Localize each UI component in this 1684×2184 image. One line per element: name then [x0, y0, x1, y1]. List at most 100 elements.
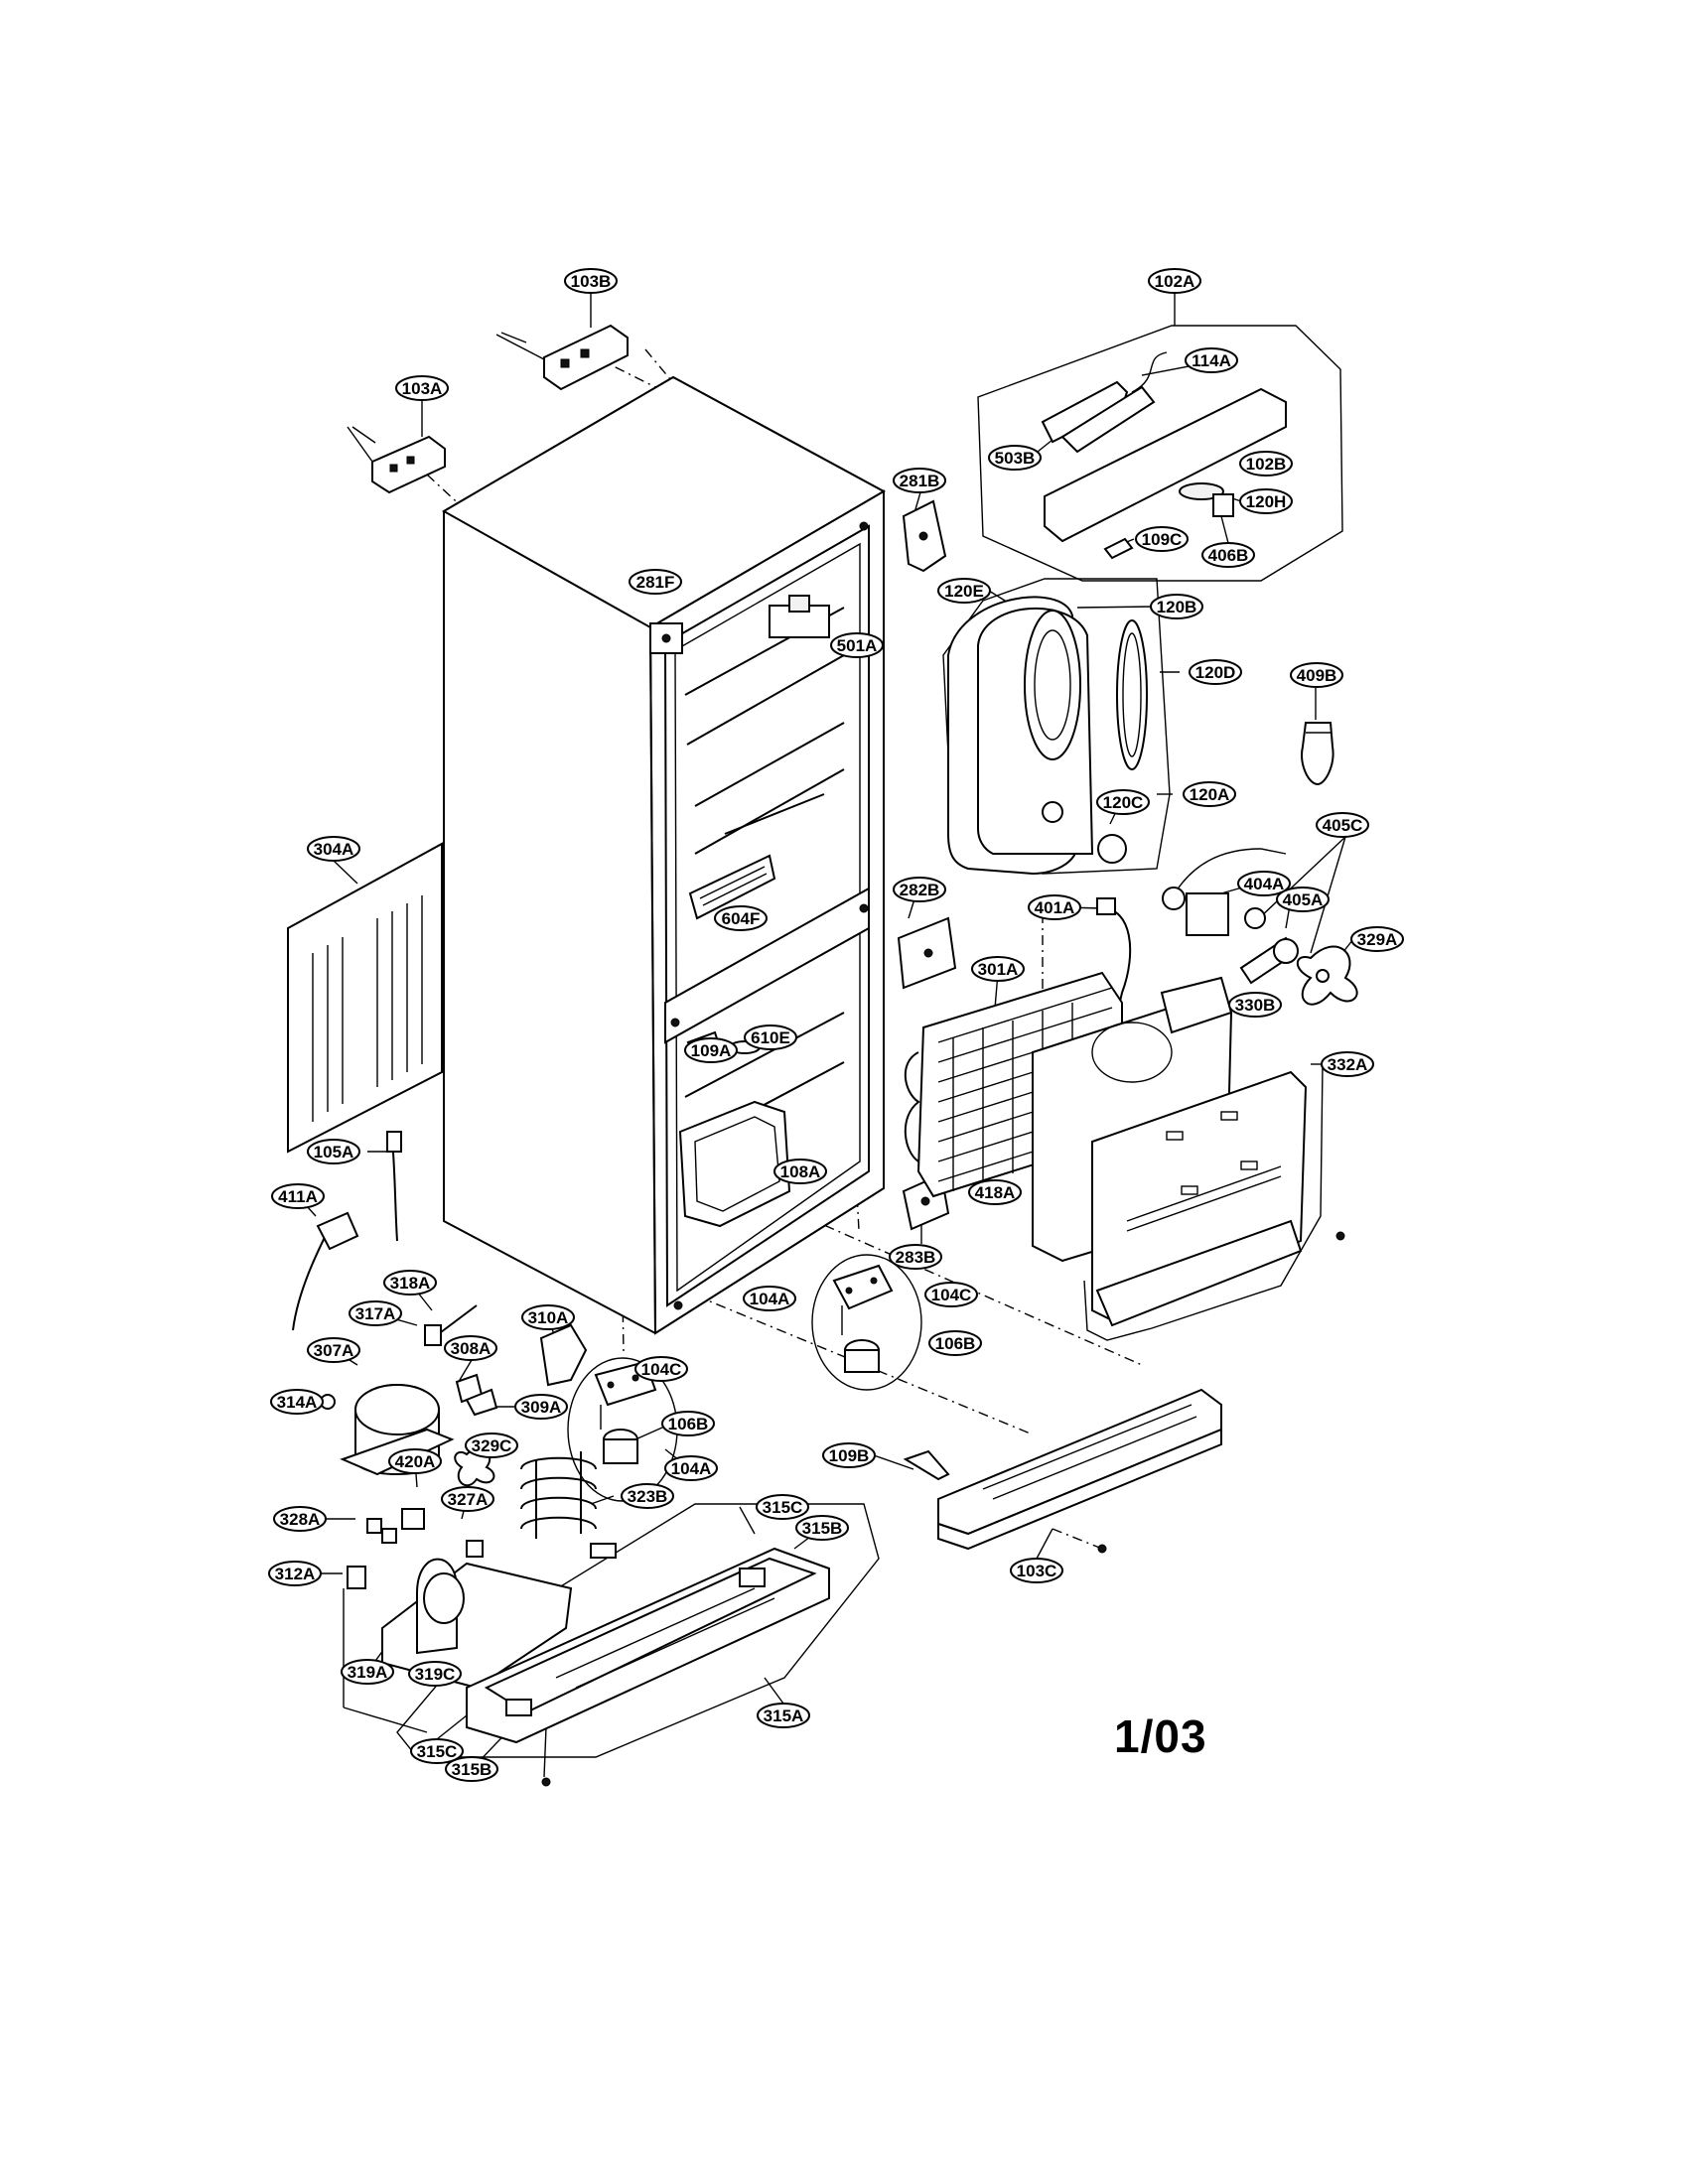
callout-405A: 405A [1276, 887, 1330, 912]
callout-text: 307A [314, 1341, 354, 1360]
callout-109B: 109B [822, 1442, 876, 1468]
callout-oval [1276, 887, 1330, 912]
callout-oval [1350, 926, 1404, 952]
callout-420A: 420A [388, 1448, 442, 1474]
callout-309A: 309A [514, 1394, 568, 1420]
group-outline-332A [1083, 1063, 1324, 1341]
callout-315B: 315B [795, 1515, 849, 1541]
callout-text: 328A [280, 1510, 321, 1529]
callout-text: 404A [1244, 875, 1285, 893]
condenser-323B [520, 1451, 617, 1559]
callout-oval [465, 1433, 518, 1458]
callout-oval [937, 578, 991, 604]
callout-oval [410, 1738, 464, 1764]
callout-317A: 317A [349, 1300, 402, 1326]
callout-text: 104A [750, 1290, 790, 1308]
callout-text: 405A [1283, 890, 1324, 909]
callout-text: 327A [448, 1490, 489, 1509]
callout-text: 315B [802, 1519, 843, 1538]
parts-308A-309A [455, 1373, 498, 1417]
callout-text: 610E [751, 1028, 790, 1047]
fan-motor [1162, 848, 1358, 1006]
callout-text: 503B [995, 449, 1036, 468]
callout-oval [383, 1270, 437, 1296]
callout-310A: 310A [521, 1304, 575, 1330]
callout-text: 104C [641, 1360, 682, 1379]
callout-text: 104A [671, 1459, 712, 1478]
callout-329A: 329A [1350, 926, 1404, 952]
hinge-281F [649, 622, 683, 654]
callout-318A: 318A [383, 1270, 437, 1296]
callout-103A: 103A [395, 375, 449, 401]
callout-text: 102A [1155, 272, 1195, 291]
fan-shroud [947, 596, 1148, 876]
callout-oval [441, 1486, 494, 1512]
callout-text: 310A [528, 1308, 569, 1327]
callout-oval [349, 1300, 402, 1326]
callout-text: 315A [764, 1706, 804, 1725]
callout-oval [889, 1244, 942, 1270]
callout-610E: 610E [744, 1024, 797, 1050]
callout-oval [1228, 992, 1282, 1018]
callout-104C: 104C [634, 1356, 688, 1382]
callout-282B: 282B [893, 877, 946, 902]
callout-281F: 281F [629, 569, 682, 595]
callout-406B: 406B [1201, 542, 1255, 568]
callout-oval [271, 1183, 325, 1209]
callout-text: 120D [1195, 663, 1236, 682]
callout-oval [629, 569, 682, 595]
callout-283B: 283B [889, 1244, 942, 1270]
callout-oval [714, 905, 768, 931]
base-319A [381, 1558, 573, 1690]
parts [287, 324, 1358, 1787]
callout-text: 319A [348, 1663, 388, 1682]
callout-text: 330B [1235, 996, 1276, 1015]
group-outline-102A [977, 325, 1343, 582]
callout-120E: 120E [937, 578, 991, 604]
callout-332A: 332A [1321, 1051, 1374, 1077]
callout-oval [270, 1389, 324, 1415]
callout-text: 308A [451, 1339, 491, 1358]
callout-301A: 301A [971, 956, 1025, 982]
callout-503B: 503B [988, 445, 1042, 471]
callout-405C: 405C [1316, 812, 1369, 838]
callout-text: 108A [780, 1162, 821, 1181]
callout-108A: 108A [773, 1159, 827, 1184]
callout-text: 420A [395, 1452, 436, 1471]
callout-text: 319C [415, 1665, 456, 1684]
callout-oval [445, 1756, 498, 1782]
relay-310A [539, 1323, 588, 1387]
callout-109A: 109A [684, 1037, 738, 1063]
callout-oval [1096, 789, 1150, 815]
callout-105A: 105A [307, 1139, 360, 1164]
callout-text: 323B [628, 1487, 668, 1506]
callout-oval [1201, 542, 1255, 568]
callout-104C: 104C [924, 1282, 978, 1307]
callout-106B: 106B [928, 1330, 982, 1356]
display-assembly [1041, 351, 1287, 560]
group-outline-120A [942, 578, 1171, 875]
callout-oval [1290, 662, 1343, 688]
callout-text: 120H [1246, 492, 1287, 511]
callout-315C: 315C [756, 1494, 809, 1520]
hinge-281B [902, 499, 947, 573]
callout-oval [388, 1448, 442, 1474]
callout-text: 314A [277, 1393, 318, 1412]
callout-oval [307, 1139, 360, 1164]
callout-315A: 315A [757, 1703, 810, 1728]
callout-oval [1239, 451, 1293, 477]
callout-text: 315C [763, 1498, 803, 1517]
tray-315A [466, 1547, 830, 1787]
callout-oval [893, 877, 946, 902]
callout-409B: 409B [1290, 662, 1343, 688]
callout-120B: 120B [1150, 594, 1203, 619]
callout-text: 283B [896, 1248, 936, 1267]
callout-text: 318A [390, 1274, 431, 1293]
callout-oval [1239, 488, 1293, 514]
callout-oval [968, 1179, 1022, 1205]
callout-text: 103B [571, 272, 612, 291]
callout-oval [684, 1037, 738, 1063]
callout-text: 114A [1192, 351, 1231, 370]
callout-oval [307, 836, 360, 862]
callout-418A: 418A [968, 1179, 1022, 1205]
